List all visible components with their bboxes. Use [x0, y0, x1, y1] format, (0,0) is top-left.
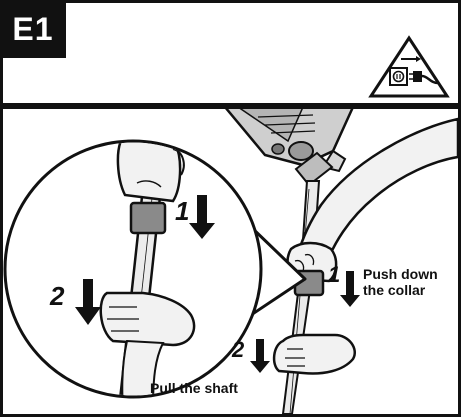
- main-step1-caption-line2: the collar: [363, 282, 426, 298]
- step-badge: E1: [0, 0, 66, 58]
- main-step2-caption: Pull the shaft: [150, 380, 238, 396]
- detail-step2-arrow: [75, 279, 101, 325]
- main-step2-arrow: [250, 339, 270, 373]
- main-step1-arrow: [340, 271, 360, 307]
- main-step1-caption-line1: Push down: [363, 266, 438, 282]
- detail-step1-number: 1: [175, 196, 190, 226]
- detail-step1-arrow: [189, 195, 215, 239]
- detail-step2-number: 2: [50, 281, 65, 311]
- main-step1-number: 1: [328, 262, 341, 287]
- mower-deck: [225, 109, 354, 173]
- main-step1-caption: Push down the collar: [363, 266, 438, 298]
- zoom-detail-content: [99, 142, 196, 396]
- main-lower-hand: [272, 333, 356, 375]
- main-step2-number: 2: [232, 337, 245, 362]
- step-badge-label: E1: [12, 10, 54, 47]
- header-divider: [0, 103, 461, 109]
- illustration-scene: [3, 109, 458, 414]
- unplug-warning-icon: [368, 35, 450, 98]
